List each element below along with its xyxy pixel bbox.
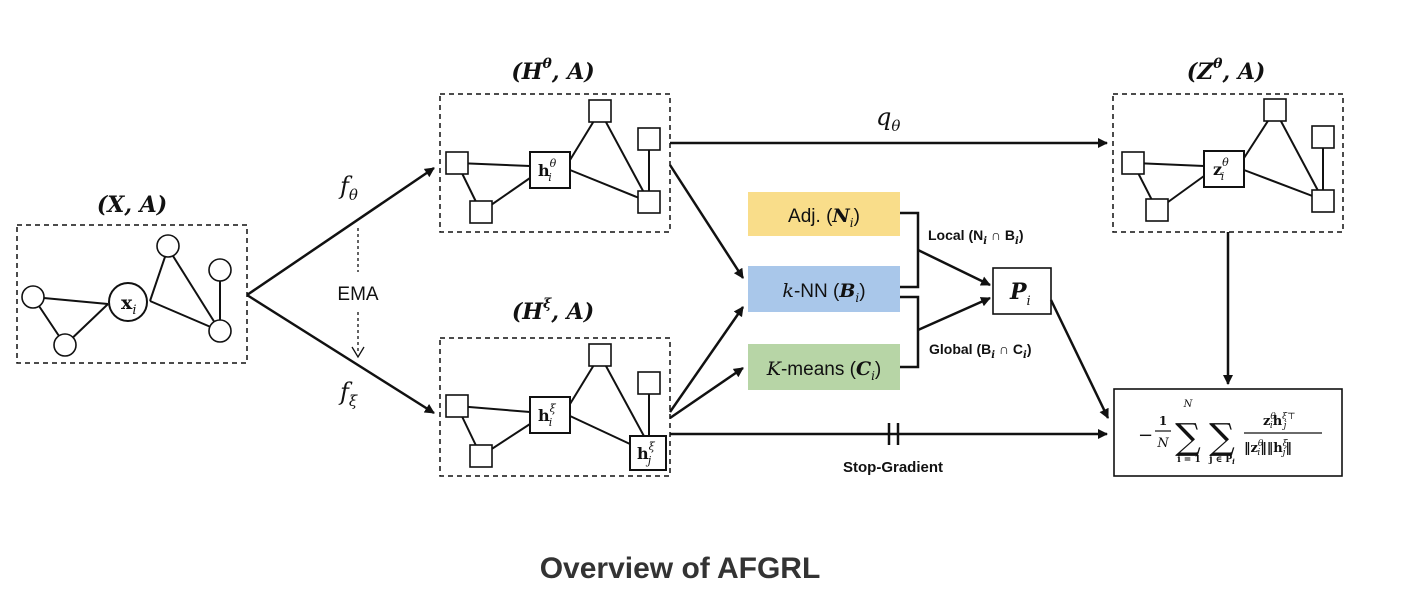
predictor-graph-frame [1112, 93, 1344, 233]
input-graph: (X, A) xi [16, 192, 248, 364]
positive-set-label: Pi [1009, 279, 1031, 309]
adj-box-label: Adj. (Ni) [788, 205, 860, 230]
online-graph-title: (Hθ, A) [511, 56, 594, 85]
graph-node [469, 444, 493, 468]
node-h-theta-i [529, 151, 571, 189]
kmeans-box: K-means (Ci) [748, 344, 900, 390]
combine-brackets [900, 211, 991, 369]
graph-node [1311, 189, 1335, 213]
label-global: Global (Bi ∩ Ci) [929, 341, 1032, 361]
predictor-graph-nodes [1121, 98, 1335, 222]
graph-node [21, 285, 45, 309]
node-h-xi-i [529, 396, 571, 434]
label-ema: EMA [337, 284, 379, 305]
label-stop-gradient: Stop-Gradient [843, 459, 943, 476]
figure-caption: Overview of AFGRL [539, 552, 821, 585]
arrow-p-to-loss [1049, 299, 1110, 419]
knn-box-label: k-NN (Bi) [782, 280, 865, 305]
target-graph-nodes [445, 343, 667, 471]
graph-node [1121, 151, 1145, 175]
positive-set-box: Pi [992, 267, 1052, 315]
center-node-x [108, 282, 148, 322]
graph-node [588, 99, 612, 123]
loss-arrows [670, 232, 1233, 445]
sum2-bottom: j ∈ Pi [1208, 455, 1235, 466]
positive-set-frame [992, 267, 1052, 315]
sum2-symbol: ∑ [1209, 417, 1235, 458]
input-graph-title: (X, A) [97, 192, 167, 218]
encoder-arrows [246, 166, 435, 415]
arrow-f-theta [246, 166, 435, 297]
label-q-theta: qθ [876, 103, 900, 135]
arrow-f-xi [246, 293, 435, 415]
target-graph-title: (Hξ, A) [512, 296, 594, 325]
online-graph-nodes [445, 99, 661, 224]
loss-minus: − [1138, 425, 1153, 446]
graph-node [445, 151, 469, 175]
neighbor-arrows [668, 164, 745, 420]
ema-arrow-head [351, 346, 365, 359]
graph-node [1145, 198, 1169, 222]
adj-box: Adj. (Ni) [748, 192, 900, 236]
knn-box-bg [748, 266, 900, 312]
graph-node [1311, 125, 1335, 149]
center-node-x-label: xi [121, 292, 137, 318]
graph-node [637, 127, 661, 151]
knn-box: k-NN (Bi) [748, 266, 900, 312]
node-z-theta-i [1203, 150, 1245, 188]
kmeans-box-bg [748, 344, 900, 390]
graph-node [637, 190, 661, 214]
online-graph-frame [439, 93, 671, 233]
loss-frac-n: N [1156, 436, 1169, 451]
graph-node [208, 319, 232, 343]
sum1-bottom: i = 1 [1177, 455, 1201, 465]
loss-frac-one: 1 [1159, 414, 1167, 428]
node-h-xi-j [629, 435, 667, 471]
adj-box-bg [748, 192, 900, 236]
sum1-top: N [1183, 399, 1194, 410]
target-graph-frame [439, 337, 671, 477]
graph-node [53, 333, 77, 357]
graph-node [1263, 98, 1287, 122]
graph-node [208, 258, 232, 282]
predictor-graph-title: (Zθ, A) [1187, 56, 1266, 85]
graph-node [588, 343, 612, 367]
graph-node [445, 394, 469, 418]
graph-node [469, 200, 493, 224]
kmeans-box-label: K-means (Ci) [766, 358, 881, 383]
graph-node [637, 371, 661, 395]
label-local: Local (Ni ∩ Bi) [928, 227, 1024, 247]
label-f-theta: fθ [338, 172, 358, 204]
sum1-symbol: ∑ [1175, 417, 1201, 458]
label-f-xi: fξ [338, 378, 358, 410]
graph-node [156, 234, 180, 258]
input-graph-nodes [21, 234, 232, 357]
